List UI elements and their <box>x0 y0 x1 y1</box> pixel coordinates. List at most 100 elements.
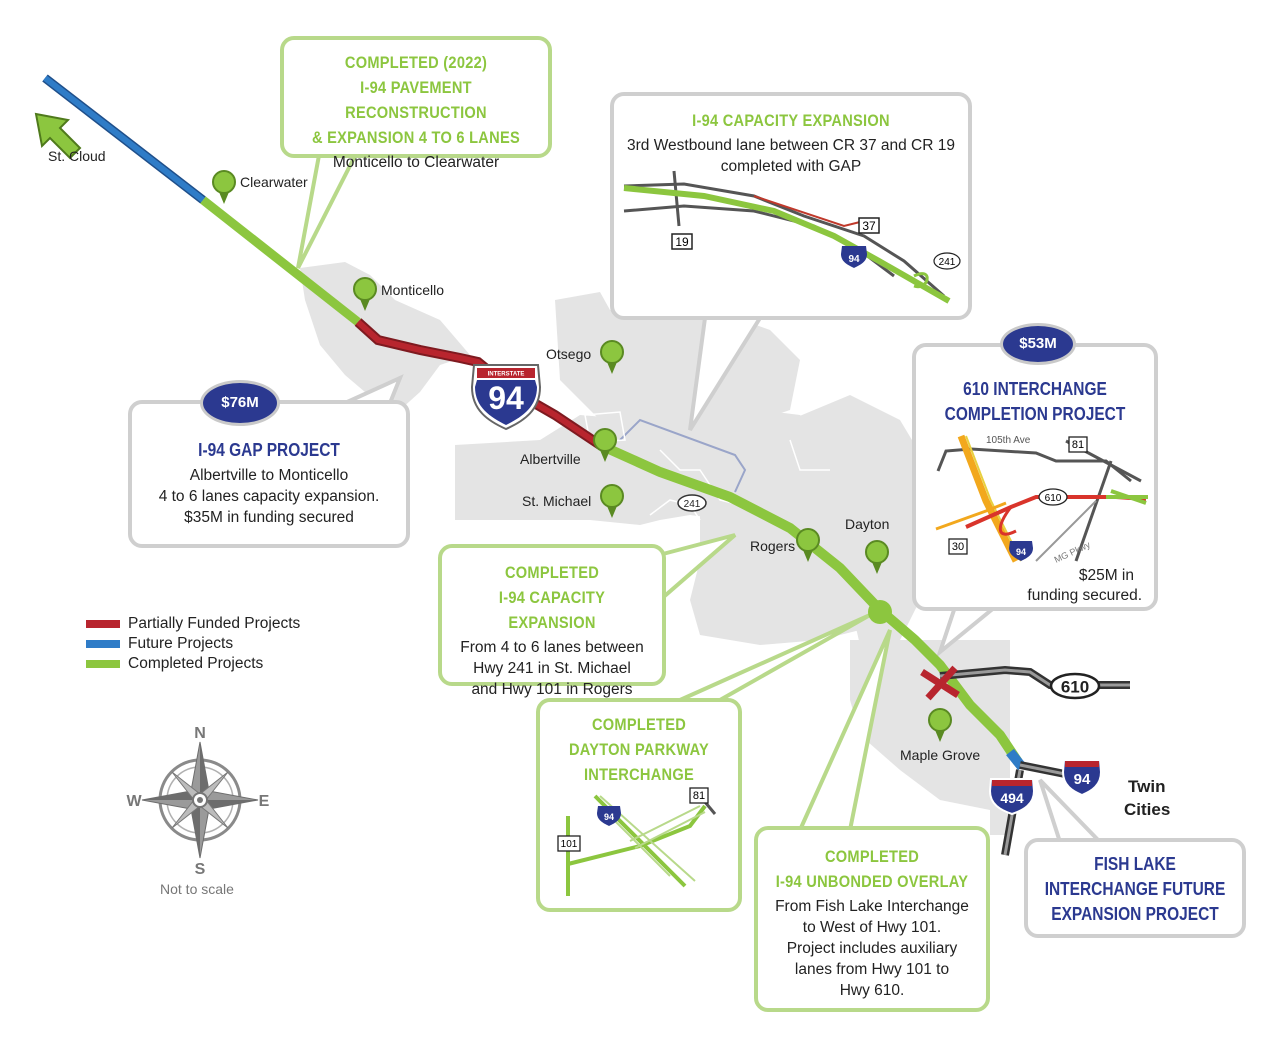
capacity-shield-19: 19 <box>675 235 689 249</box>
label-monticello: Monticello <box>381 282 445 298</box>
label-rogers: Rogers <box>750 538 796 554</box>
interchange-610-marker <box>920 665 960 701</box>
callout-gap-project: I-94 GAP PROJECT Albertville to Monticel… <box>128 400 410 548</box>
cc-body3: and Hwy 101 in Rogers <box>471 681 633 698</box>
svg-text:241: 241 <box>684 499 701 510</box>
compass-n: N <box>194 725 206 742</box>
scale-note: Not to scale <box>160 881 234 897</box>
i94-shield-number: 94 <box>488 380 524 416</box>
svg-text:494: 494 <box>1000 790 1024 806</box>
callout-610-interchange: 610 INTERCHANGE COMPLETION PROJECT 105th… <box>912 343 1158 611</box>
pavement-body: Monticello to Clearwater <box>332 154 500 171</box>
fishlake-title3: EXPANSION PROJECT <box>1051 904 1219 924</box>
location-pins <box>212 170 952 742</box>
i610-title1: 610 INTERCHANGE <box>963 379 1107 399</box>
pavement-line2: I-94 PAVEMENT RECONSTRUCTION <box>345 78 487 122</box>
cc-title1: COMPLETED <box>504 563 600 582</box>
capacity-shield-94: 94 <box>848 254 860 265</box>
label-cities: Cities <box>1124 800 1171 819</box>
label-clearwater: Clearwater <box>240 174 308 190</box>
overlay-body5: Hwy 610. <box>839 982 905 999</box>
gap-title: I-94 GAP PROJECT <box>198 440 340 460</box>
overlay-title2: I-94 UNBONDED OVERLAY <box>775 872 969 891</box>
dayton-title3: INTERCHANGE <box>583 765 695 784</box>
i610-title2: COMPLETION PROJECT <box>944 404 1126 424</box>
dayton-interchange-node <box>868 600 892 624</box>
compass-w: W <box>126 793 142 810</box>
capacity-body2: completed with GAP <box>720 158 862 175</box>
capacity-title: I-94 CAPACITY EXPANSION <box>692 111 890 130</box>
legend-swatch-partial <box>86 620 120 628</box>
overlay-body4: lanes from Hwy 101 to <box>794 961 950 978</box>
legend-item-completed: Completed Projects <box>86 655 263 673</box>
gap-body1: Albertville to Monticello <box>189 467 349 484</box>
i610-cost-badge: $53M <box>1000 323 1076 365</box>
st-cloud-arrow <box>34 112 82 160</box>
i610-street: 105th Ave <box>986 435 1031 446</box>
capacity-inset-map: 37 19 94 241 <box>623 170 961 304</box>
label-maple-grove: Maple Grove <box>900 747 981 763</box>
dayton-title2: DAYTON PARKWAY <box>568 740 710 759</box>
i610-shield-610: 610 <box>1045 493 1062 504</box>
hwy610-shield: 610 <box>1049 672 1101 700</box>
legend-item-partial: Partially Funded Projects <box>86 615 300 633</box>
pavement-line1: COMPLETED (2022) <box>344 53 488 72</box>
boundary-monticello <box>300 262 470 410</box>
dayton-inset-map: 94 81 101 <box>557 787 717 896</box>
legend-item-future: Future Projects <box>86 635 233 653</box>
capacity-shield-241: 241 <box>939 257 956 268</box>
hwy241-shield: 241 <box>677 494 707 512</box>
callout-capacity-expansion: I-94 CAPACITY EXPANSION 3rd Westbound la… <box>610 92 972 320</box>
pin-rogers <box>796 528 820 562</box>
compass-rose: N S E W <box>126 725 269 878</box>
callout-dayton-parkway: COMPLETED DAYTON PARKWAY INTERCHANGE 94 … <box>536 698 742 912</box>
fishlake-title1: FISH LAKE <box>1094 854 1176 874</box>
dayton-title1: COMPLETED <box>591 715 687 734</box>
i610-inset-map: 105th Ave 81 610 30 94 MG Pkwy <box>935 434 1148 565</box>
dayton-shield-81: 81 <box>693 790 705 802</box>
i94-east-shield: 94 <box>1061 759 1103 797</box>
local-roads <box>619 418 747 493</box>
cc-body1: From 4 to 6 lanes between <box>460 639 644 656</box>
pin-otsego <box>600 340 624 374</box>
cc-title2: I-94 CAPACITY EXPANSION <box>498 588 606 632</box>
overlay-body2: to West of Hwy 101. <box>802 919 942 936</box>
pin-clearwater <box>212 170 236 204</box>
i610-pkwy: MG Pkwy <box>1053 539 1093 565</box>
compass-e: E <box>259 793 270 810</box>
capacity-body1: 3rd Westbound lane between CR 37 and CR … <box>626 137 955 154</box>
pin-dayton <box>865 540 889 574</box>
i610-shield-30: 30 <box>952 541 964 553</box>
legend-label-completed: Completed Projects <box>128 655 264 672</box>
overlay-body3: Project includes auxiliary <box>786 940 958 957</box>
i610-body1: $25M in <box>1078 567 1134 584</box>
callout-fish-lake: FISH LAKE INTERCHANGE FUTURE EXPANSION P… <box>1024 838 1246 938</box>
i94-big-shield: INTERSTATE 94 <box>470 364 542 431</box>
overlay-title1: COMPLETED <box>824 847 920 866</box>
cc-body2: Hwy 241 in St. Michael <box>473 660 631 677</box>
gap-cost-badge: $76M <box>200 380 280 426</box>
i610-shield-81: 81 <box>1072 439 1084 451</box>
pavement-line3: & EXPANSION 4 TO 6 LANES <box>312 128 520 147</box>
city-boundaries <box>300 262 1010 835</box>
segment-future-fishlake <box>1006 748 1026 771</box>
legend-swatch-completed <box>86 660 120 668</box>
fishlake-title2: INTERCHANGE FUTURE <box>1044 879 1226 899</box>
svg-text:94: 94 <box>1074 771 1091 788</box>
callout-completed-capacity: COMPLETED I-94 CAPACITY EXPANSION From 4… <box>438 544 666 698</box>
callout-pavement-reconstruction: COMPLETED (2022) I-94 PAVEMENT RECONSTRU… <box>280 36 552 171</box>
overlay-body1: From Fish Lake Interchange <box>775 898 969 915</box>
gap-body3: $35M in funding secured <box>184 509 354 526</box>
compass-s: S <box>195 861 206 878</box>
i610-body2: funding secured. <box>1027 587 1142 604</box>
label-twin: Twin <box>1128 777 1166 796</box>
i494-shield: 494 <box>988 778 1036 816</box>
gap-body2: 4 to 6 lanes capacity expansion. <box>158 488 380 505</box>
dayton-shield-94: 94 <box>604 812 614 822</box>
label-dayton: Dayton <box>845 516 890 532</box>
pin-albertville <box>593 428 617 462</box>
legend-swatch-future <box>86 640 120 648</box>
segment-completed-clearwater <box>200 196 361 326</box>
pin-monticello <box>353 277 377 311</box>
